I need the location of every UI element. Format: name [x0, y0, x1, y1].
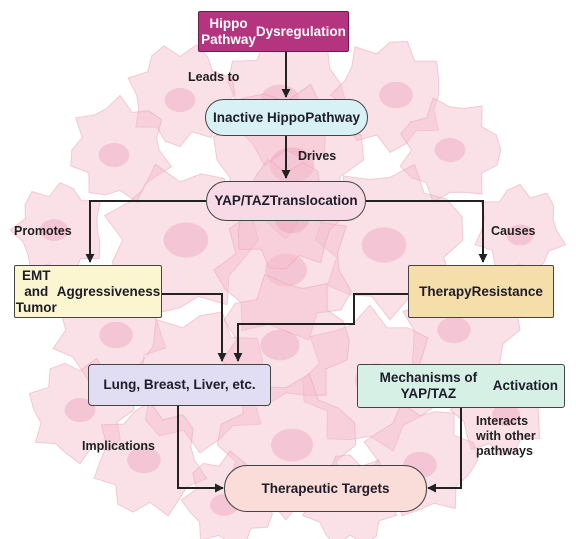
label-line: pathways — [476, 444, 533, 458]
node-line: Pathway — [305, 109, 361, 125]
label-line: Leads to — [188, 70, 240, 84]
node-line: Translocation — [269, 193, 358, 208]
node-line: Resistance — [471, 283, 543, 299]
node-inactive-hippo: Inactive Hippo Pathway — [205, 99, 368, 136]
edge-label-interacts: Interacts with other pathways — [476, 414, 536, 459]
node-line: Inactive Hippo — [212, 109, 306, 125]
cell-nucleus — [64, 397, 96, 423]
node-mechanisms-activation: Mechanisms of YAP/TAZ Activation — [357, 364, 565, 408]
cell-blob — [9, 181, 101, 276]
cell-nucleus — [361, 227, 407, 263]
node-line: EMT and Tumor — [15, 267, 57, 315]
label-line: Causes — [491, 224, 536, 238]
node-line: Therapy — [419, 283, 472, 299]
cell-blob — [399, 97, 502, 203]
node-yap-taz-translocation: YAP/TAZ Translocation — [206, 181, 366, 221]
node-cancer-types: Lung, Breast, Liver, etc. — [88, 364, 271, 406]
edge-label-causes: Causes — [491, 224, 535, 239]
edge-translocation-to-therapy — [366, 200, 488, 263]
cell-nucleus — [40, 219, 68, 241]
node-therapeutic-targets: Therapeutic Targets — [224, 465, 427, 512]
label-line: Drives — [298, 149, 337, 163]
node-line: Therapeutic Targets — [261, 480, 390, 496]
node-line: YAP/TAZ — [214, 193, 270, 208]
edge-therapy-to-cancers — [233, 293, 408, 362]
node-line: Lung, Breast, Liver, etc. — [103, 377, 256, 392]
label-line: with other — [476, 429, 536, 443]
label-line: Interacts — [476, 414, 529, 428]
edge-cancers-to-targets — [177, 406, 224, 493]
edge-mechanisms-to-targets — [427, 408, 462, 493]
edge-label-implications: Implications — [82, 439, 155, 454]
cell-nucleus — [164, 87, 196, 113]
node-line: Aggressiveness — [56, 283, 161, 299]
edge-label-drives: Drives — [298, 149, 336, 164]
cell-nucleus — [379, 81, 413, 109]
cell-nucleus — [99, 321, 133, 349]
cell-nucleus — [434, 137, 466, 163]
node-emt-aggressiveness: EMT and Tumor Aggressiveness — [14, 265, 162, 318]
label-line: Implications — [82, 439, 155, 453]
node-line: Activation — [492, 378, 558, 393]
cell-nucleus — [492, 404, 520, 426]
node-line: Mechanisms of YAP/TAZ — [379, 370, 478, 401]
cell-nucleus — [269, 147, 315, 183]
edge-emt-to-cancers — [162, 293, 227, 362]
edge-label-leads-to: Leads to — [188, 70, 239, 85]
cell-nucleus — [437, 316, 471, 344]
cell-nucleus — [163, 222, 209, 258]
node-line: Dysregulation — [255, 23, 346, 39]
edge-label-promotes: Promotes — [14, 224, 72, 239]
label-line: Promotes — [14, 224, 72, 238]
cell-nucleus — [260, 329, 300, 361]
cell-nucleus — [127, 446, 161, 474]
cell-nucleus — [265, 253, 307, 287]
node-line: Hippo Pathway — [201, 15, 256, 47]
cell-nucleus — [506, 224, 534, 246]
cell-nucleus — [271, 428, 313, 462]
edge-translocation-to-emt — [85, 200, 206, 263]
cell-nucleus — [98, 142, 130, 168]
node-hippo-dysregulation: Hippo Pathway Dysregulation — [198, 11, 349, 52]
node-therapy-resistance: Therapy Resistance — [408, 265, 554, 318]
